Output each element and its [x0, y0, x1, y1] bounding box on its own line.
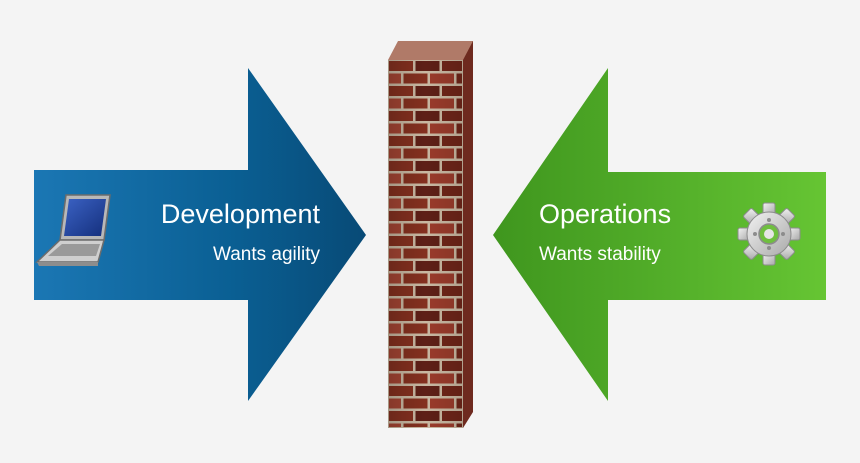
development-subtitle: Wants agility [213, 244, 320, 265]
operations-subtitle: Wants stability [539, 244, 661, 265]
operations-title: Operations [539, 199, 672, 229]
gear-icon [737, 202, 801, 266]
operations-arrow [493, 68, 826, 401]
laptop-icon [35, 194, 111, 266]
development-arrow [34, 68, 366, 401]
development-title: Development [160, 199, 320, 229]
brick-wall [388, 41, 473, 428]
